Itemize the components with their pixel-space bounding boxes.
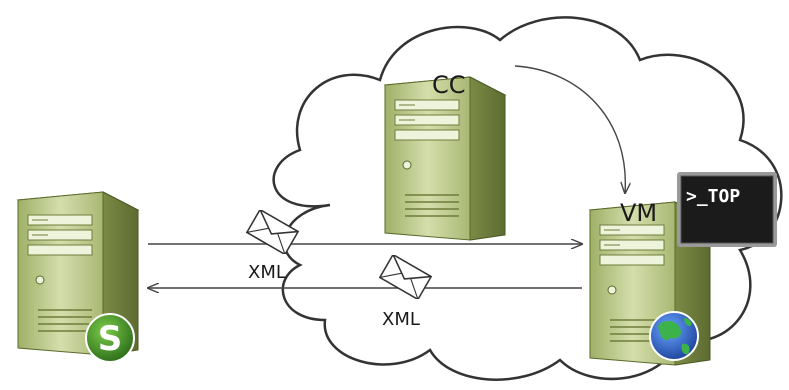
s-badge-icon: S <box>85 313 135 363</box>
xml-request-label: XML <box>248 262 286 283</box>
cc-server <box>384 76 506 241</box>
svg-text:S: S <box>98 319 123 359</box>
cc-label: CC <box>432 71 466 99</box>
terminal-icon: >_TOP <box>677 172 777 247</box>
xml-response-label: XML <box>382 309 420 330</box>
vm-label: VM <box>620 199 657 227</box>
cc-to-vm-arrow <box>514 65 625 193</box>
terminal-text: >_TOP <box>686 186 740 207</box>
globe-icon <box>649 311 699 361</box>
